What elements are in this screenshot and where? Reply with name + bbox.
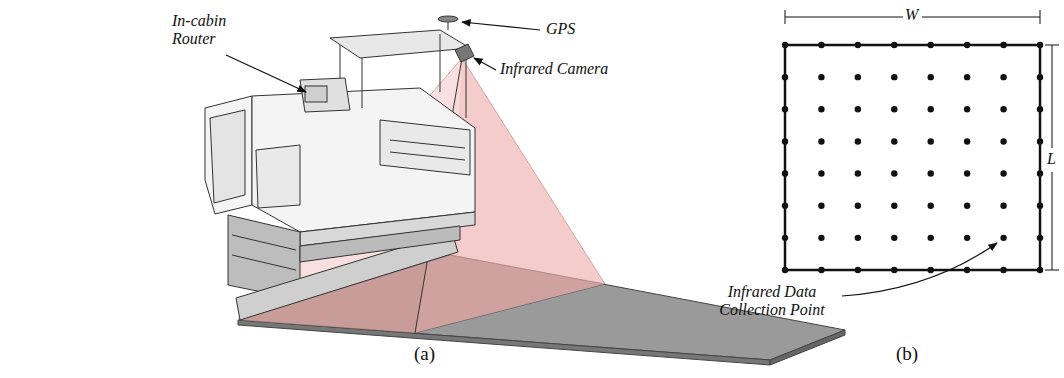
data-point-dot — [1037, 267, 1043, 273]
data-point-dot — [928, 74, 934, 80]
data-point-dot — [928, 42, 934, 48]
data-point-dot — [964, 267, 970, 273]
data-point-dot — [928, 235, 934, 241]
data-point-dot — [891, 42, 897, 48]
data-point-dot — [964, 74, 970, 80]
dimension-label: L — [1047, 150, 1056, 168]
data-point-dot — [891, 74, 897, 80]
data-point-dot — [782, 106, 788, 112]
data-point-dot — [891, 170, 897, 176]
data-point-dot — [782, 203, 788, 209]
data-point-dot — [855, 138, 861, 144]
data-point-dot — [964, 170, 970, 176]
data-point-dot — [855, 170, 861, 176]
data-point-dot — [818, 106, 824, 112]
data-point-dot — [891, 138, 897, 144]
camera-label: Infrared Camera — [500, 60, 608, 78]
data-point-dot — [964, 106, 970, 112]
data-point-dot — [891, 106, 897, 112]
data-point-dot — [964, 42, 970, 48]
data-point-dot — [1037, 235, 1043, 241]
data-point-dot — [1037, 138, 1043, 144]
data-point-dot — [1037, 42, 1043, 48]
data-point-dot — [855, 235, 861, 241]
data-point-dot — [818, 235, 824, 241]
paver-machine — [205, 16, 475, 320]
data-point-dot — [1037, 170, 1043, 176]
data-point-dot — [1037, 74, 1043, 80]
data-point-dot — [818, 138, 824, 144]
data-point-dot — [855, 203, 861, 209]
data-point-dot — [818, 74, 824, 80]
panel-caption: (a) — [414, 343, 435, 365]
data-point-dot — [782, 42, 788, 48]
data-point-dot — [1000, 170, 1006, 176]
point-label: Infrared Data Collection Point — [706, 283, 838, 320]
data-point-dot — [891, 267, 897, 273]
data-point-dot — [782, 74, 788, 80]
data-point-dot — [818, 203, 824, 209]
gps-label: GPS — [546, 20, 575, 38]
data-point-dot — [855, 106, 861, 112]
data-point-dot — [1000, 203, 1006, 209]
data-point-dot — [891, 203, 897, 209]
dimension-label: W — [905, 6, 918, 24]
data-point-dot — [818, 170, 824, 176]
data-point-dot — [1000, 235, 1006, 241]
data-point-dot — [818, 42, 824, 48]
data-point-dot — [855, 267, 861, 273]
data-point-dot — [782, 170, 788, 176]
router-label: In-cabin Router — [172, 12, 238, 49]
data-point-dot — [964, 138, 970, 144]
data-point-dot — [782, 267, 788, 273]
data-point-dot — [928, 106, 934, 112]
data-point-dot — [928, 170, 934, 176]
data-point-dot — [1000, 138, 1006, 144]
data-point-dot — [1037, 203, 1043, 209]
data-point-dot — [818, 267, 824, 273]
data-point-dot — [1000, 74, 1006, 80]
data-point-dot — [1000, 42, 1006, 48]
data-point-dot — [964, 235, 970, 241]
grid-panel — [782, 10, 1059, 296]
data-point-dot — [928, 138, 934, 144]
leader-line — [226, 22, 540, 92]
data-point-dot — [928, 267, 934, 273]
data-point-dot — [964, 203, 970, 209]
data-point-dot — [1000, 267, 1006, 273]
data-point-dot — [1000, 106, 1006, 112]
data-point-dot — [891, 235, 897, 241]
data-point-dot — [1037, 106, 1043, 112]
data-point-dot — [855, 74, 861, 80]
panel-caption: (b) — [896, 343, 918, 365]
data-point-dot — [928, 203, 934, 209]
data-point-dot — [782, 235, 788, 241]
data-point-dot — [782, 138, 788, 144]
data-point-dot — [855, 42, 861, 48]
